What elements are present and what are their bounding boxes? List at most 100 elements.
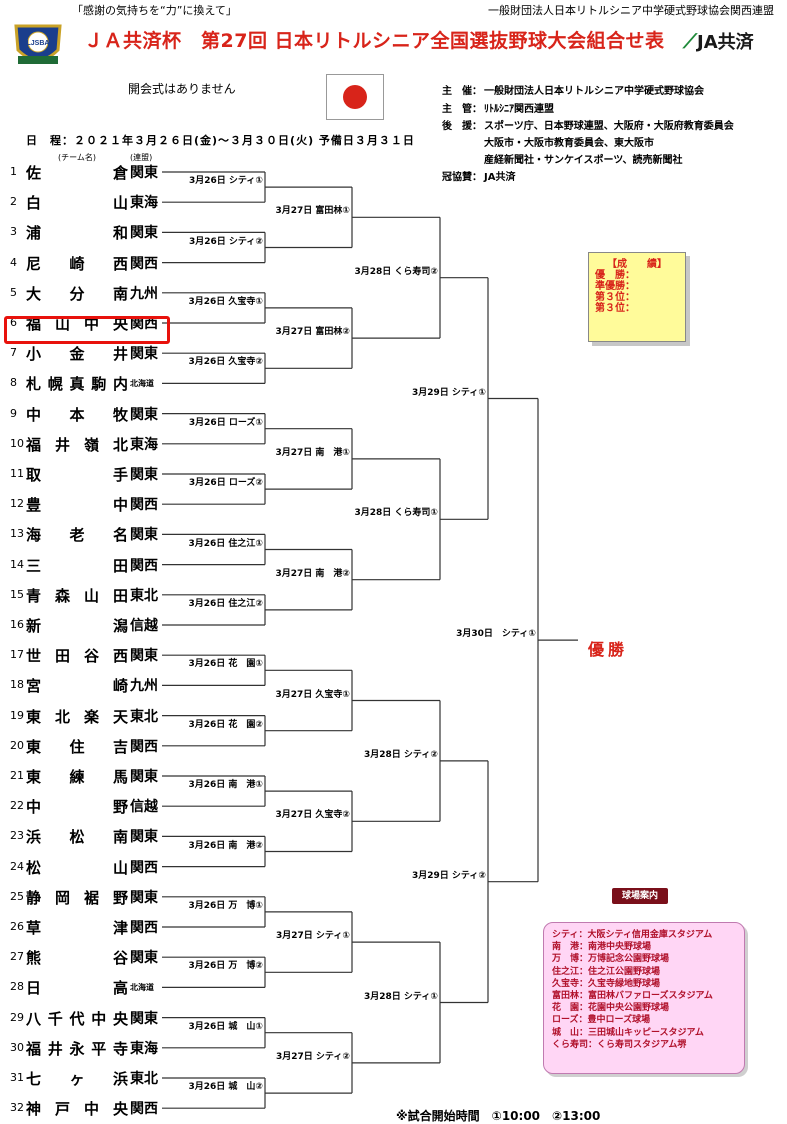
team-number: 20 bbox=[10, 738, 24, 752]
league-logo: LJSBA bbox=[14, 24, 62, 64]
team-league: 東北 bbox=[130, 587, 158, 604]
team-league: 関西 bbox=[130, 1101, 158, 1118]
info-value: JA共済 bbox=[484, 172, 516, 183]
match-label: 3月27日 南 港① bbox=[275, 447, 350, 458]
team-number: 23 bbox=[10, 829, 24, 843]
match-label: 3月28日 シティ② bbox=[363, 749, 438, 760]
match-label: 3月29日 シティ② bbox=[411, 870, 486, 881]
match-label: 3月26日 万 博① bbox=[188, 900, 263, 911]
venue-row: 久宝寺：久宝寺緑地野球場 bbox=[552, 978, 661, 989]
match-label: 3月26日 住之江② bbox=[188, 598, 263, 609]
info-key: 後 援： bbox=[442, 121, 482, 132]
team-name: 八千代中央 bbox=[26, 1009, 128, 1028]
match-label: 3月26日 城 山② bbox=[188, 1082, 263, 1093]
page-title: ＪＡ共済杯 第27回 日本リトルシニア全国選抜野球大会組合せ表 bbox=[84, 30, 665, 52]
team-name: 松山 bbox=[26, 858, 128, 877]
team-number: 31 bbox=[10, 1071, 24, 1084]
venue-row: 花 園：花園中央公園野球場 bbox=[552, 1003, 670, 1014]
info-key: 主 管： bbox=[442, 104, 482, 115]
match-label: 3月28日 シティ① bbox=[363, 991, 438, 1002]
team-league: 関西 bbox=[130, 738, 158, 755]
team-number: 32 bbox=[10, 1101, 24, 1115]
info-value: 大阪市・大阪市教育委員会、東大阪市 bbox=[484, 138, 654, 149]
match-label: 3月26日 南 港② bbox=[188, 840, 263, 851]
match-label: 3月26日 南 港① bbox=[188, 780, 263, 791]
venue-row: 南 港：南港中央野球場 bbox=[552, 942, 652, 953]
match-label: 3月26日 久宝寺① bbox=[188, 296, 263, 307]
team-column-header: (チーム名) bbox=[58, 153, 97, 162]
team-number: 21 bbox=[10, 769, 24, 782]
team-league: 関東 bbox=[130, 225, 158, 242]
team-number: 6 bbox=[10, 316, 17, 329]
team-number: 11 bbox=[10, 467, 24, 480]
team-league: 関東 bbox=[130, 829, 158, 846]
result-row: 優 勝： bbox=[595, 270, 635, 281]
team-league: 信越 bbox=[130, 799, 158, 816]
team-number: 10 bbox=[10, 436, 24, 450]
team-number: 5 bbox=[10, 285, 17, 299]
match-label: 3月27日 久宝寺② bbox=[275, 810, 350, 821]
team-name: 札幌真駒内 bbox=[26, 375, 128, 394]
team-league: 関東 bbox=[130, 527, 158, 544]
team-number: 15 bbox=[10, 587, 24, 601]
results-box: 【成 績】 優 勝：準優勝：第３位：第３位： bbox=[588, 252, 686, 342]
svg-text:LJSBA: LJSBA bbox=[27, 40, 50, 47]
venue-box: シティ：大阪シティ信用金庫スタジアム南 港：南港中央野球場万 博：万博記念公園野… bbox=[543, 922, 745, 1074]
match-label: 3月27日 シティ① bbox=[275, 931, 350, 942]
team-league: 関東 bbox=[130, 769, 158, 785]
team-number: 25 bbox=[10, 889, 24, 903]
info-row: 大阪市・大阪市教育委員会、東大阪市 bbox=[442, 134, 654, 149]
venue-row: 富田林：富田林バファローズスタジアム bbox=[552, 991, 713, 1002]
team-number: 18 bbox=[10, 678, 24, 692]
team-league: 関東 bbox=[130, 950, 158, 967]
match-label: 3月26日 花 園② bbox=[188, 719, 263, 730]
match-label: 3月26日 城 山① bbox=[188, 1021, 263, 1032]
info-key: 主 催： bbox=[442, 86, 482, 97]
team-league: 東海 bbox=[130, 1040, 158, 1057]
match-label: 3月28日 くら寿司② bbox=[354, 266, 438, 277]
team-number: 30 bbox=[10, 1040, 24, 1054]
team-name: 七ヶ浜 bbox=[26, 1070, 128, 1088]
champion-label: 優勝 bbox=[588, 640, 629, 659]
team-name: 三田 bbox=[26, 556, 128, 575]
team-league: 関西 bbox=[130, 920, 158, 936]
team-number: 1 bbox=[10, 165, 17, 178]
match-label: 3月27日 久宝寺① bbox=[275, 689, 350, 700]
team-league: 東海 bbox=[130, 195, 158, 212]
venue-row: くら寿司：くら寿司スタジアム堺 bbox=[552, 1039, 687, 1050]
info-row: 産経新聞社・サンケイスポーツ、読売新聞社 bbox=[442, 151, 683, 166]
match-label: 3月27日 シティ② bbox=[275, 1051, 350, 1062]
team-name: 大分南 bbox=[26, 284, 128, 303]
team-number: 24 bbox=[10, 859, 24, 873]
team-league: 東北 bbox=[130, 708, 158, 725]
match-label: 3月26日 シティ① bbox=[188, 176, 263, 187]
team-league: 関西 bbox=[130, 859, 158, 876]
team-name: 東練馬 bbox=[26, 768, 128, 786]
team-number: 26 bbox=[10, 920, 24, 933]
info-key: 冠協賛： bbox=[442, 172, 482, 183]
info-value: スポーツ庁、日本野球連盟、大阪府・大阪府教育委員会 bbox=[484, 121, 734, 132]
match-label: 3月26日 ローズ① bbox=[188, 417, 263, 428]
team-league: 関東 bbox=[130, 889, 158, 906]
team-number: 29 bbox=[10, 1010, 24, 1024]
match-label: 3月26日 万 博② bbox=[188, 961, 263, 972]
match-label: 3月26日 シティ② bbox=[188, 236, 263, 247]
